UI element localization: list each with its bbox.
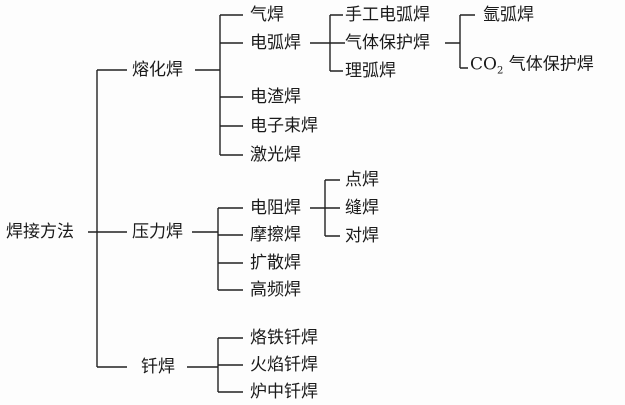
fusion-connector bbox=[195, 14, 243, 156]
gas-child-co2: CO2 气体保护焊 bbox=[470, 54, 594, 81]
fusion-child: 气焊 bbox=[250, 5, 284, 25]
arc-child: 手工电弧焊 bbox=[345, 5, 430, 25]
pressure-connector bbox=[192, 207, 243, 291]
pressure-node: 压力焊 bbox=[132, 222, 183, 242]
arc-child: 气体保护焊 bbox=[345, 33, 430, 53]
resistance-child: 对焊 bbox=[345, 226, 379, 246]
resistance-child: 点焊 bbox=[345, 170, 379, 190]
root-node: 焊接方法 bbox=[6, 222, 74, 242]
arc-connector bbox=[310, 14, 345, 72]
fusion-node: 熔化焊 bbox=[132, 60, 183, 80]
fusion-child: 电子束焊 bbox=[250, 116, 318, 136]
brazing-child: 烙铁钎焊 bbox=[250, 328, 318, 348]
pressure-child: 高频焊 bbox=[250, 280, 301, 300]
co2-subscript: 2 bbox=[496, 65, 504, 77]
arc-child: 理弧焊 bbox=[345, 61, 396, 81]
brazing-child: 炉中钎焊 bbox=[250, 382, 318, 402]
root-connector bbox=[88, 69, 127, 368]
fusion-child: 电渣焊 bbox=[250, 87, 301, 107]
gas-connector bbox=[445, 14, 475, 69]
pressure-child: 扩散焊 bbox=[250, 253, 301, 273]
pressure-child: 摩擦焊 bbox=[250, 225, 301, 245]
gas-child: 氩弧焊 bbox=[483, 5, 534, 25]
brazing-connector bbox=[187, 337, 243, 393]
pressure-child: 电阻焊 bbox=[250, 198, 301, 218]
brazing-child: 火焰钎焊 bbox=[250, 355, 318, 375]
brazing-node: 钎焊 bbox=[141, 357, 175, 377]
fusion-child: 电弧焊 bbox=[250, 33, 301, 53]
co2-prefix: CO bbox=[470, 54, 497, 75]
resistance-connector bbox=[310, 179, 340, 237]
fusion-child: 激光焊 bbox=[250, 145, 301, 165]
resistance-child: 缝焊 bbox=[345, 198, 379, 218]
co2-suffix: 气体保护焊 bbox=[503, 54, 594, 75]
